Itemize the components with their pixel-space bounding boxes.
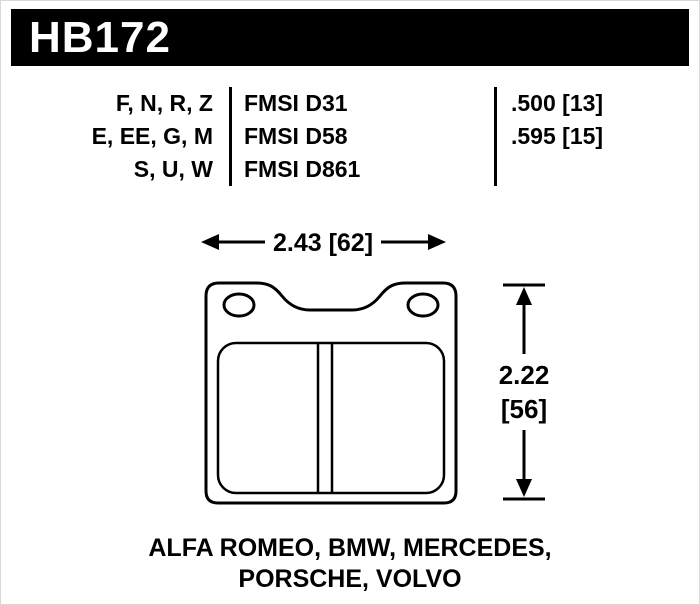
compound-codes: S, U, W [133, 156, 213, 182]
part-number-header: HB172 [11, 9, 689, 66]
compound-codes: E, EE, G, M [91, 123, 213, 149]
spec-table: F, N, R, Z FMSI D31 .500 [13] E, EE, G, … [29, 87, 699, 186]
fmsi-number: FMSI D58 [229, 120, 497, 153]
width-dimension: 2.43 [62] [201, 229, 446, 257]
fmsi-number: FMSI D861 [229, 153, 497, 186]
pad-thickness [497, 153, 699, 186]
height-dimension-label-mm: [56] [501, 394, 547, 424]
compound-codes: F, N, R, Z [115, 90, 213, 116]
brake-pad-drawing: 2.43 [62] 2.22 [56] [201, 229, 550, 505]
height-dimension: 2.22 [56] [499, 283, 550, 501]
right-mounting-hole [406, 292, 440, 318]
part-number: HB172 [29, 12, 171, 62]
applications-line-2: PORSCHE, VOLVO [238, 565, 462, 593]
fmsi-number: FMSI D31 [229, 87, 497, 120]
vehicle-applications: ALFA ROMEO, BMW, MERCEDES, PORSCHE, VOLV… [1, 533, 699, 595]
width-dimension-label: 2.43 [62] [273, 229, 373, 257]
height-dimension-label-inches: 2.22 [499, 360, 550, 390]
pad-thickness: .500 [13] [511, 90, 604, 116]
pad-outline [204, 281, 458, 505]
applications-line-1: ALFA ROMEO, BMW, MERCEDES, [148, 534, 552, 562]
pad-thickness: .595 [15] [511, 123, 604, 149]
left-mounting-hole [222, 292, 256, 318]
